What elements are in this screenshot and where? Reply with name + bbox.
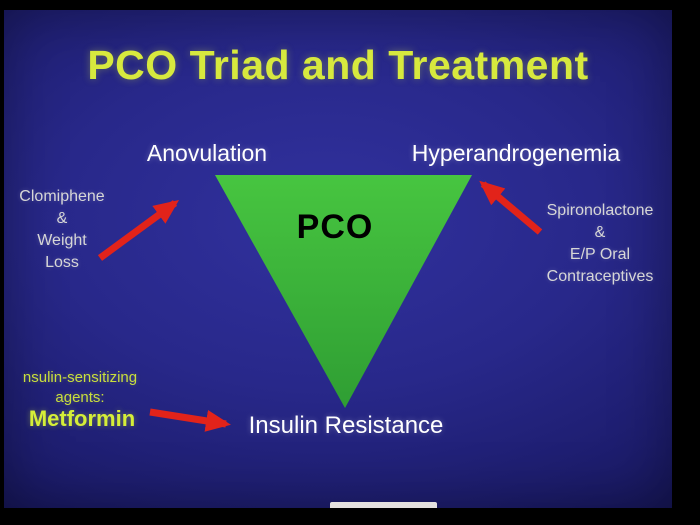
annotation-line: & <box>594 224 606 241</box>
annotation-clomiphene-weight-loss: Clomiphene & Weight Loss <box>19 186 104 274</box>
vertex-label-hyperandrogenemia: Hyperandrogenemia <box>411 140 621 166</box>
vertex-label-insulin-resistance: Insulin Resistance <box>248 412 444 439</box>
annotation-line: Weight <box>37 232 87 249</box>
annotation-line: Loss <box>45 254 79 271</box>
annotation-line: nsulin-sensitizing <box>22 369 138 386</box>
annotation-line: Clomiphene <box>19 188 105 205</box>
annotation-line: & <box>56 210 68 227</box>
triangle-center-label: PCO <box>296 208 374 246</box>
arrow-spironolactone-to-hyperandrogenemia-icon <box>479 180 543 235</box>
annotation-spironolactone-contraceptives: Spironolactone & E/P Oral Contraceptives <box>547 200 654 288</box>
metformin-label: Metformin <box>28 406 136 431</box>
slide-title: PCO Triad and Treatment <box>87 42 589 88</box>
annotation-line: agents: <box>55 389 105 406</box>
arrow-metformin-to-insulin-resistance-icon <box>149 408 231 432</box>
annotation-line: Spironolactone <box>546 202 654 219</box>
annotation-line: Contraceptives <box>546 268 654 285</box>
screen-glare <box>330 502 437 508</box>
slide: PCO Triad and Treatment Anovulation Hype… <box>4 10 672 508</box>
vertex-label-anovulation: Anovulation <box>146 140 268 166</box>
arrow-clomiphene-to-anovulation-icon <box>97 200 180 261</box>
annotation-line: E/P Oral <box>569 246 631 263</box>
annotation-insulin-sensitizing-agents: nsulin-sensitizing agents: <box>23 368 137 408</box>
